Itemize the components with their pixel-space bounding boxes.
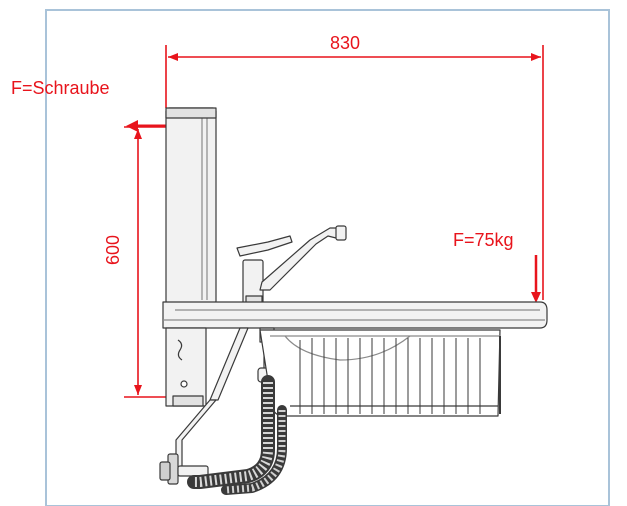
height-dimension-label: 600 [103,234,123,265]
support-column [165,107,217,305]
width-dimension-label: 830 [330,33,361,53]
force-weight-label: F=75kg [453,230,514,250]
force-arrow-icon [531,255,541,303]
basket-icon [259,329,501,417]
faucet-icon [236,225,347,305]
height-dimension [124,126,168,398]
drawing-frame [45,9,610,506]
force-screw-label: F=Schraube [11,78,110,98]
wall-bracket [165,327,207,407]
force-arrow-icon [126,120,166,132]
drain-hose-icon [187,375,287,495]
basin-top [162,301,548,329]
width-dimension [165,45,544,300]
